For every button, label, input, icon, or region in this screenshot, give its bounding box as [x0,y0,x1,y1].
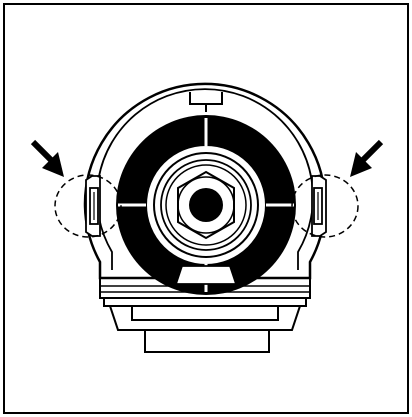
right-arrow-icon [350,139,384,177]
left-arrow-icon [30,139,64,177]
left-retaining-tab [85,175,101,237]
right-retaining-tab [311,175,327,237]
center-contact [153,152,259,258]
left-tab-callout-circle [54,174,122,238]
right-tab-callout-circle [291,174,359,238]
